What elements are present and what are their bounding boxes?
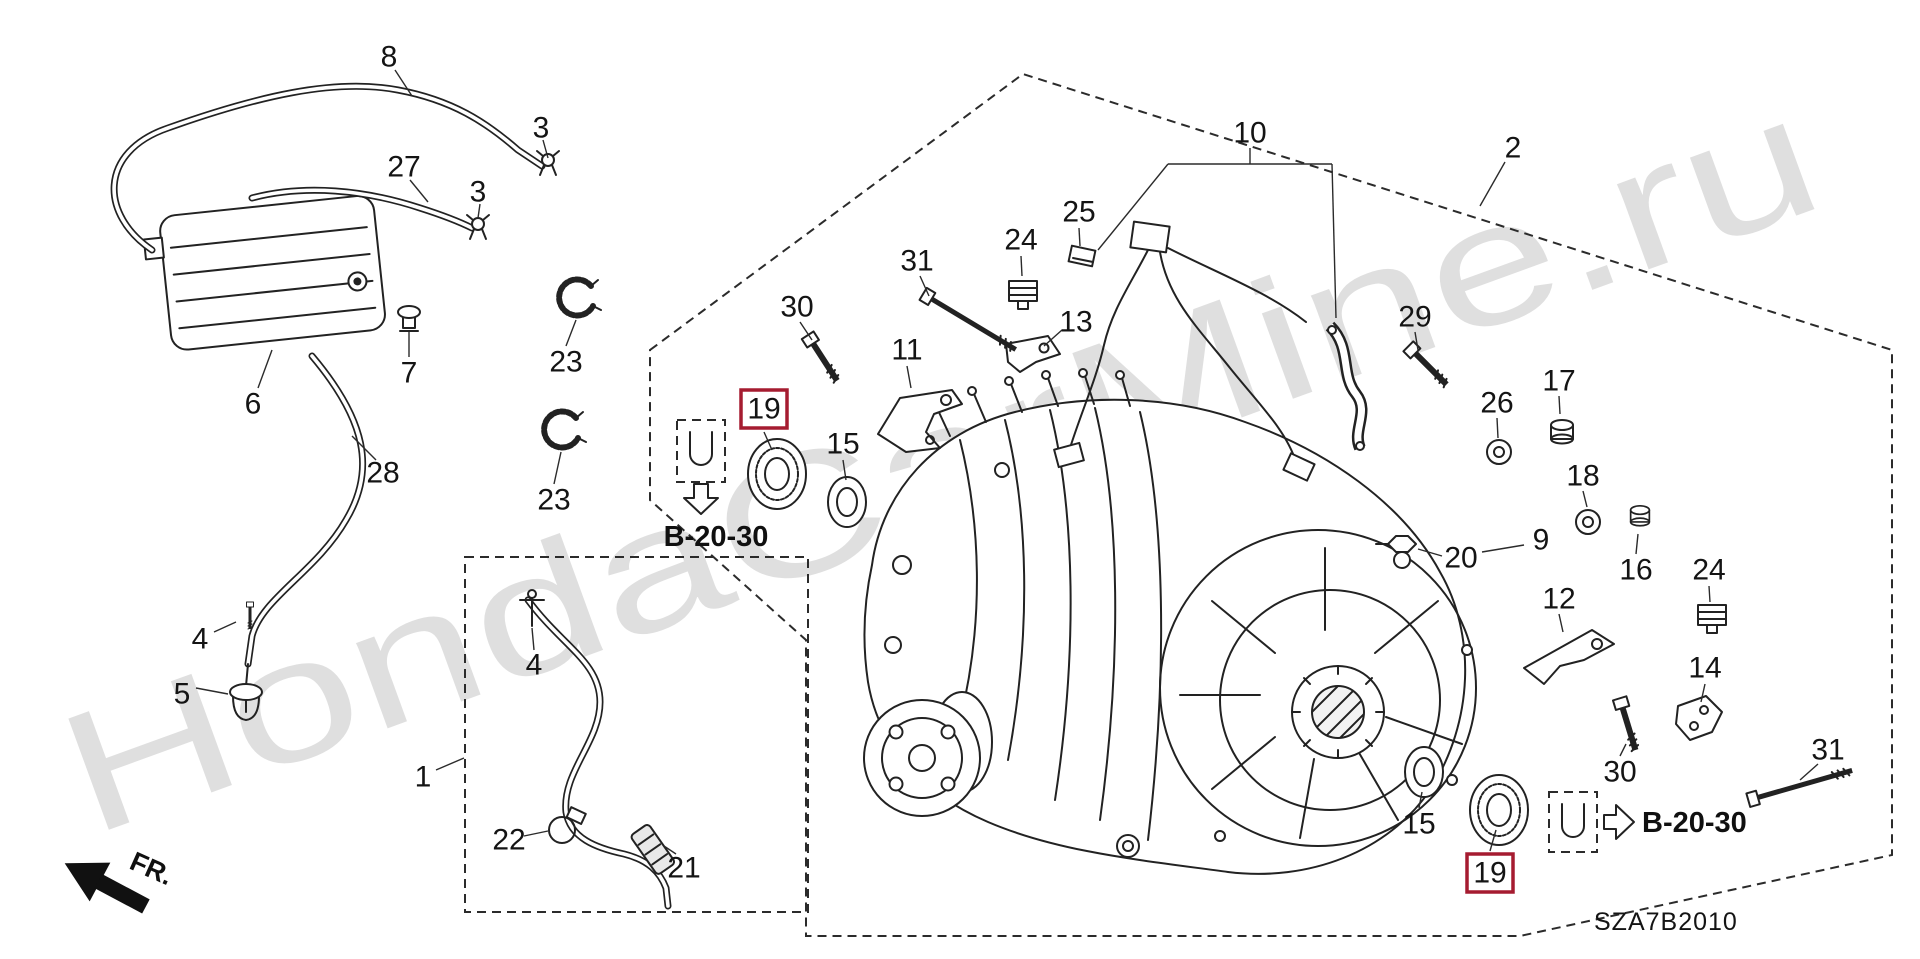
part-11-bracket-art [877, 389, 963, 453]
part-callout-31[interactable]: 31 [900, 245, 933, 278]
part-17-plug-art [1550, 419, 1574, 445]
part-callout-2[interactable]: 2 [1505, 132, 1522, 165]
part-8-hose-art [110, 82, 546, 254]
part-callout-28[interactable]: 28 [366, 457, 399, 490]
part-callout-14[interactable]: 14 [1688, 652, 1721, 685]
part-22-clamp-art [548, 806, 587, 844]
part-callout-15[interactable]: 15 [826, 428, 859, 461]
part-callout-9[interactable]: 9 [1533, 524, 1550, 557]
ref-label-b-20-30[interactable]: B-20-30 [664, 521, 769, 553]
part-callout-5[interactable]: 5 [174, 678, 191, 711]
part-7-plug-art [397, 305, 421, 332]
part-callout-31[interactable]: 31 [1811, 734, 1844, 767]
part-18-washer-art [1575, 509, 1601, 535]
part-27-hose-art [248, 186, 476, 232]
fr-arrow-icon [64, 862, 150, 914]
hose-assembly-boundary [464, 556, 809, 913]
part-callout-7[interactable]: 7 [401, 357, 418, 390]
part-13-bracket-art [1005, 335, 1061, 373]
part-30-bolt-art [1613, 696, 1642, 752]
part-callout-15[interactable]: 15 [1402, 808, 1435, 841]
part-25-connector-art [1067, 244, 1097, 268]
part-callout-3[interactable]: 3 [470, 176, 487, 209]
part-15-ring-art [827, 476, 867, 528]
part-callout-30[interactable]: 30 [780, 291, 813, 324]
part-callout-1[interactable]: 1 [415, 761, 432, 794]
part-callout-17[interactable]: 17 [1542, 365, 1575, 398]
part-callout-10[interactable]: 10 [1233, 117, 1266, 150]
part-30-bolt-art [802, 331, 843, 384]
part-callout-12[interactable]: 12 [1542, 583, 1575, 616]
part-28-hose-art [244, 352, 367, 687]
part-callout-23[interactable]: 23 [549, 346, 582, 379]
part-24-clip-art [1008, 280, 1038, 310]
part-callout-30[interactable]: 30 [1603, 756, 1636, 789]
part-callout-19[interactable]: 19 [1473, 857, 1506, 890]
main-assembly-boundary [649, 72, 1893, 937]
part-14-bracket-art [1675, 695, 1723, 741]
part-callout-26[interactable]: 26 [1480, 387, 1513, 420]
part-31-bolt-art [920, 288, 1020, 356]
part-callout-4[interactable]: 4 [526, 649, 543, 682]
part-callout-3[interactable]: 3 [533, 112, 550, 145]
part-10-harness-art [1053, 220, 1368, 482]
ref-link-left[interactable]: B-20-30 [664, 431, 769, 553]
part-5-grommet-art [229, 683, 263, 721]
part-callout-23[interactable]: 23 [537, 484, 570, 517]
right-block-arrow-icon [1603, 804, 1635, 840]
part-callout-19[interactable]: 19 [747, 393, 780, 426]
part-20-sensor-art [1375, 535, 1417, 569]
part-31-bolt-art [1746, 764, 1854, 807]
leader-lines [195, 69, 1819, 855]
part-callout-25[interactable]: 25 [1062, 196, 1095, 229]
part-callout-27[interactable]: 27 [387, 151, 420, 184]
part-23-clamp-art [559, 279, 601, 315]
part-callout-18[interactable]: 18 [1566, 460, 1599, 493]
part-callout-22[interactable]: 22 [492, 824, 525, 857]
part-callout-8[interactable]: 8 [381, 41, 398, 74]
part-callout-21[interactable]: 21 [667, 852, 700, 885]
part-2-differential-housing-art [863, 368, 1477, 875]
part-callout-24[interactable]: 24 [1004, 224, 1037, 257]
part-callout-6[interactable]: 6 [245, 388, 262, 421]
part-19-oil-seal-art [747, 438, 807, 510]
ref-link-right[interactable]: B-20-30 [1561, 803, 1747, 840]
u-clip-icon [689, 431, 713, 466]
part-26-washer-art [1486, 439, 1512, 465]
part-1-hose-assembly-art [519, 589, 676, 910]
part-19-oil-seal-art [1469, 774, 1529, 846]
part-24-clip-art [1697, 604, 1727, 634]
highlighted-callout-box-19[interactable] [739, 388, 789, 430]
ref-box-left [676, 419, 726, 483]
part-16-plug-art [1629, 504, 1651, 527]
highlighted-callout-box-19[interactable] [1465, 852, 1515, 894]
diagram-code: SZA7B2010 [1594, 908, 1738, 936]
ref-label-b-20-30[interactable]: B-20-30 [1642, 807, 1747, 839]
part-15-ring-art [1404, 746, 1444, 798]
part-12-bracket-art [1523, 629, 1615, 685]
u-clip-icon [1561, 803, 1585, 838]
part-callout-20[interactable]: 20 [1444, 542, 1477, 575]
part-callout-4[interactable]: 4 [192, 623, 209, 656]
part-callout-11[interactable]: 11 [891, 334, 922, 367]
ref-box-right [1548, 791, 1598, 853]
part-callout-24[interactable]: 24 [1692, 554, 1725, 587]
part-callout-29[interactable]: 29 [1398, 301, 1431, 334]
part-6-tank-art [142, 194, 386, 351]
part-callout-13[interactable]: 13 [1059, 306, 1092, 339]
part-callout-16[interactable]: 16 [1619, 554, 1652, 587]
section-boundaries [464, 72, 1893, 937]
part-23-clamp-art [544, 411, 586, 447]
down-block-arrow-icon [683, 483, 719, 515]
